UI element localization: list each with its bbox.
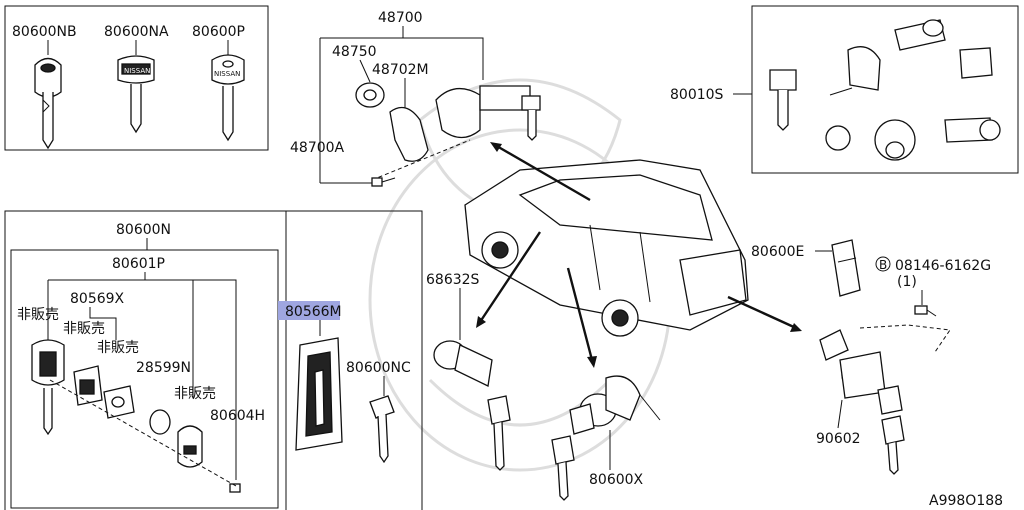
key-80601P-box xyxy=(10,249,279,509)
label-80010S: 80010S xyxy=(670,87,724,103)
label-80604H: 80604H xyxy=(210,408,265,424)
highlight-80566M xyxy=(278,301,340,320)
remote-key-fob-icon xyxy=(31,339,65,436)
screw-80604H-icon xyxy=(49,379,241,493)
label-80600NC: 80600NC xyxy=(346,360,411,376)
door-lock-80600X-icon xyxy=(551,375,661,501)
label-not-for-sale-3: 非販売 xyxy=(97,340,139,356)
label-80569X: 80569X xyxy=(70,291,125,307)
label-80566M: 80566M xyxy=(285,304,342,320)
label-80600NB: 80600NB xyxy=(12,24,77,40)
label-80600N: 80600N xyxy=(116,222,171,238)
key-80600P-icon: NISSAN xyxy=(211,54,245,142)
key-80600NA-icon: NISSAN xyxy=(117,55,155,134)
label-bolt-prefix: B xyxy=(879,258,887,272)
battery-icon xyxy=(149,409,171,435)
label-not-for-sale-1: 非販売 xyxy=(17,307,59,323)
remote-cover-icon xyxy=(177,425,203,468)
label-08146-qty: (1) xyxy=(897,274,917,290)
key-blanks-box xyxy=(4,5,269,151)
door-lock-cylinder-icon xyxy=(433,340,511,471)
kit-key-icon xyxy=(769,69,797,131)
label-not-for-sale-2: 非販売 xyxy=(63,321,105,337)
bolt-marker xyxy=(875,256,891,272)
label-48750: 48750 xyxy=(332,44,377,60)
label-68632S: 68632S xyxy=(426,272,480,288)
key-80600NC-icon xyxy=(369,395,395,464)
label-90602: 90602 xyxy=(816,431,861,447)
label-80600NA: 80600NA xyxy=(104,24,169,40)
diagram-id: A998O188 xyxy=(929,493,1003,509)
bolt-08146-icon xyxy=(914,305,937,317)
key-cylinder-48750-icon xyxy=(355,82,385,108)
label-not-for-sale-4: 非販売 xyxy=(174,386,216,402)
key-80600NB-icon xyxy=(34,57,62,150)
label-80600X: 80600X xyxy=(589,472,644,488)
label-08146-6162G: 08146-6162G xyxy=(895,258,991,274)
hatch-lock-90602-icon xyxy=(819,329,905,475)
callout-arrows xyxy=(476,142,802,368)
kit-lock-set-icon xyxy=(825,19,1001,161)
key-head-text-b: NISSAN xyxy=(214,70,240,78)
kit-80010S-box xyxy=(751,5,1019,174)
label-48702M: 48702M xyxy=(372,62,429,78)
label-80600P: 80600P xyxy=(192,24,245,40)
key-kit-box xyxy=(4,210,423,510)
transmitter-case-icon xyxy=(73,365,103,406)
label-80601P: 80601P xyxy=(112,256,165,272)
steering-lock-bracket-icon xyxy=(371,85,531,181)
label-48700A: 48700A xyxy=(290,140,345,156)
label-80600E: 80600E xyxy=(751,244,804,260)
ignition-key-icon xyxy=(521,95,541,141)
screw-48700A-icon xyxy=(371,177,396,187)
vehicle-wagon-illustration xyxy=(464,159,749,337)
bolt-dash-outline xyxy=(859,324,951,353)
label-48700: 48700 xyxy=(378,10,423,26)
label-28599N: 28599N xyxy=(136,360,191,376)
retainer-clip-80600E-icon xyxy=(831,239,861,297)
key-plate-80566M-icon xyxy=(295,337,343,451)
key-head-text-a: NISSAN xyxy=(124,67,150,75)
circuit-board-icon xyxy=(103,385,135,419)
